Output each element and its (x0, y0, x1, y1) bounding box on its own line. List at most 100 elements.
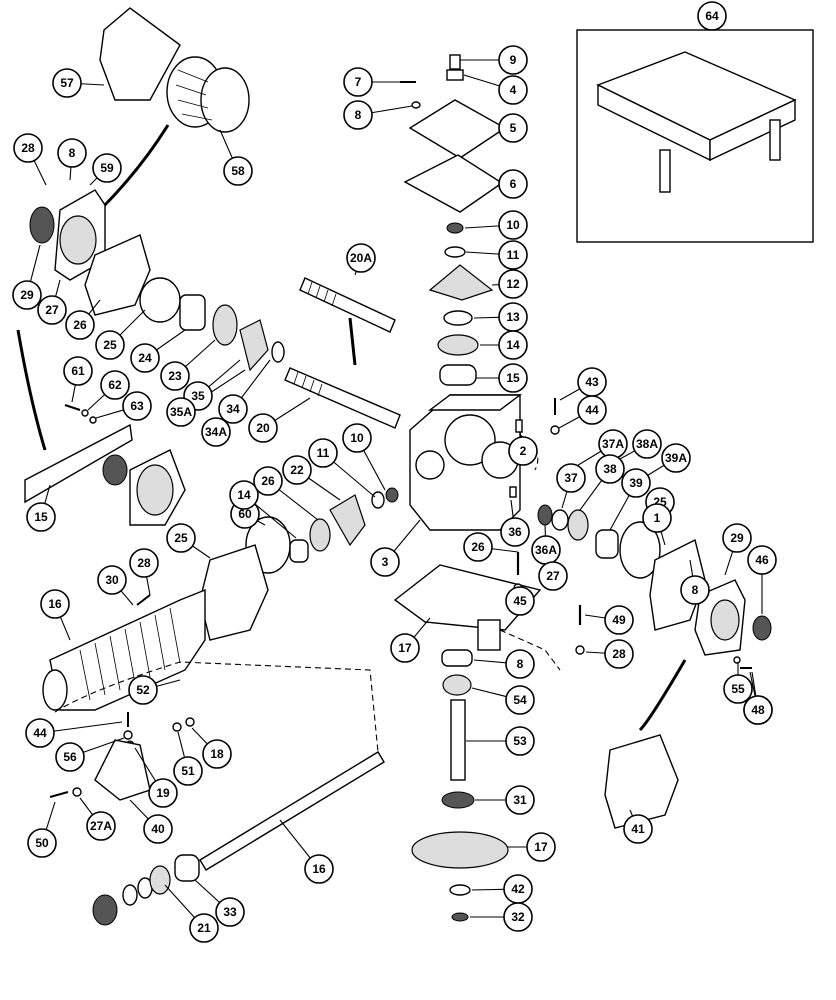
part-2-pin (515, 419, 523, 433)
callout-label: 27 (45, 303, 59, 317)
callout-11: 11 (308, 438, 338, 468)
part-29-seal-left (29, 206, 55, 244)
callout-circle (498, 363, 528, 393)
callout-label: 8 (517, 657, 524, 671)
callout-label: 63 (130, 399, 144, 413)
callout-label: 17 (534, 840, 548, 854)
callout-label: 23 (168, 369, 182, 383)
callout-circle (342, 423, 372, 453)
callout-38a: 38A (632, 429, 662, 459)
callout-37a: 37A (598, 429, 628, 459)
callout-49: 49 (604, 605, 634, 635)
callout-circle (661, 443, 691, 473)
part-58-housing (166, 56, 250, 133)
callout-label: 8 (692, 583, 699, 597)
callout-27: 27 (37, 295, 67, 325)
callout-label: 16 (312, 862, 326, 876)
part-30-boot (42, 588, 206, 711)
callout-label: 48 (751, 703, 765, 717)
part-37-washer (551, 509, 569, 531)
callout-27a: 27A (86, 811, 116, 841)
callout-16: 16 (40, 589, 70, 619)
part-16-cup-lower (174, 854, 200, 882)
callout-21: 21 (189, 913, 219, 943)
callout-label: 33 (223, 905, 237, 919)
callout-label: 64 (705, 9, 719, 23)
callout-label: 31 (513, 793, 527, 807)
callout-62: 62 (100, 370, 130, 400)
callout-label: 27 (546, 569, 560, 583)
callout-34a: 34A (201, 417, 231, 447)
callout-39a: 39A (661, 443, 691, 473)
callout-42: 42 (503, 874, 533, 904)
callout-2: 2 (508, 436, 538, 466)
callout-6: 6 (498, 169, 528, 199)
callout-label: 9 (510, 53, 517, 67)
callout-circle (129, 548, 159, 578)
callout-11: 11 (498, 240, 528, 270)
callout-circle (498, 113, 528, 143)
callout-label: 41 (631, 822, 645, 836)
callout-27: 27 (538, 561, 568, 591)
callout-circle (621, 468, 651, 498)
part-60-housing (129, 449, 186, 526)
callout-29: 29 (722, 523, 752, 553)
callout-46: 46 (747, 545, 777, 575)
callout-circle (463, 532, 493, 562)
callout-circle (577, 395, 607, 425)
callout-label: 43 (585, 375, 599, 389)
callout-34: 34 (218, 394, 248, 424)
callout-label: 39A (665, 451, 687, 465)
callout-25: 25 (166, 523, 196, 553)
callout-53: 53 (505, 726, 535, 756)
part-44-washer (550, 425, 560, 435)
callout-circle (57, 138, 87, 168)
callout-circle (40, 589, 70, 619)
callout-label: 17 (398, 641, 412, 655)
callout-label: 15 (34, 510, 48, 524)
callout-circle (218, 394, 248, 424)
callout-circle (747, 545, 777, 575)
callout-label: 8 (69, 146, 76, 160)
callout-circle (27, 828, 57, 858)
callout-label: 51 (181, 764, 195, 778)
callout-label: 34 (226, 402, 240, 416)
part-9-fitting (449, 54, 461, 70)
callout-circle (500, 517, 530, 547)
callout-14: 14 (229, 480, 259, 510)
callout-label: 39 (629, 476, 643, 490)
callout-label: 40 (151, 822, 165, 836)
callout-circle (26, 502, 56, 532)
callout-label: 29 (730, 531, 744, 545)
callout-31: 31 (505, 785, 535, 815)
callout-label: 28 (612, 647, 626, 661)
part-18-pinion (450, 699, 466, 781)
callout-label: 50 (35, 836, 49, 850)
part-16-cup (441, 649, 473, 667)
callout-label: 24 (138, 351, 152, 365)
part-3-pin (509, 486, 517, 498)
callout-label: 54 (513, 693, 527, 707)
callout-circle (723, 674, 753, 704)
part-38-bearing (567, 509, 589, 541)
callout-8: 8 (57, 138, 87, 168)
callout-24: 24 (130, 343, 160, 373)
callout-circle (343, 67, 373, 97)
part-20-shaft (284, 367, 401, 429)
callout-circle (595, 454, 625, 484)
callout-circle (505, 685, 535, 715)
part-11-washer-top (444, 246, 466, 258)
part-17-bearing (442, 674, 472, 696)
callout-label: 35 (191, 389, 205, 403)
callout-label: 20 (256, 421, 270, 435)
callout-18: 18 (202, 739, 232, 769)
callout-label: 44 (33, 726, 47, 740)
callout-label: 10 (506, 218, 520, 232)
callout-label: 16 (48, 597, 62, 611)
part-14-bearing-top (437, 334, 479, 356)
part-61-screw (64, 404, 81, 411)
callout-circle (503, 902, 533, 932)
part-49-nut (575, 645, 585, 655)
